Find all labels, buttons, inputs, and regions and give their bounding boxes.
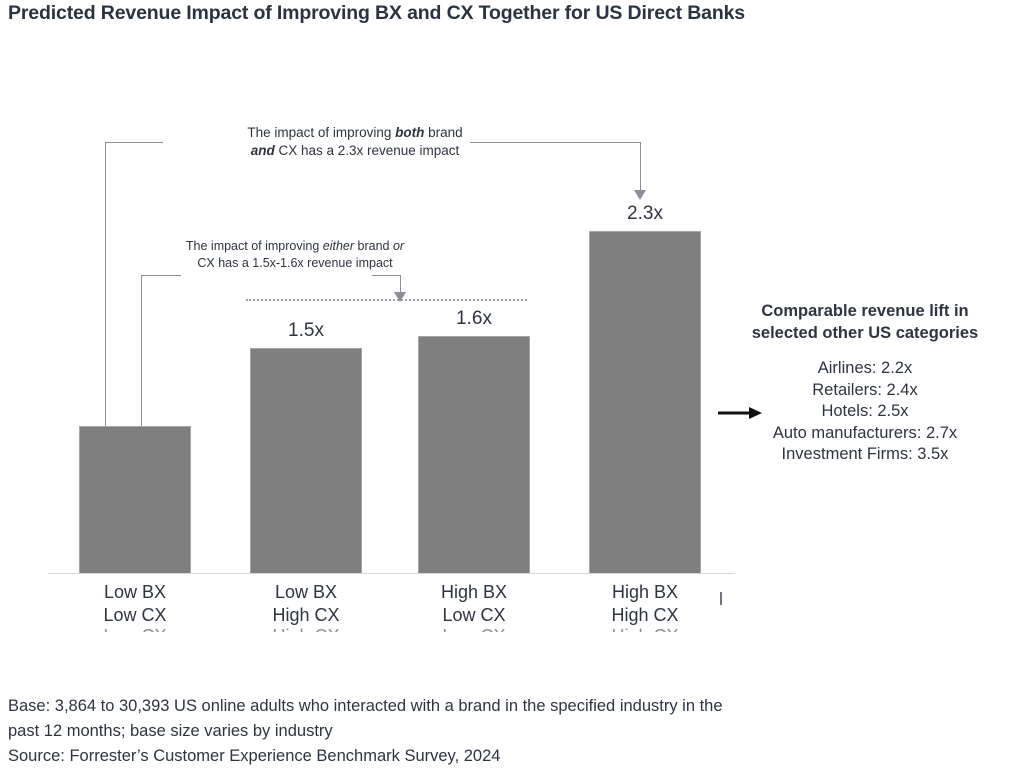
bar-high-bx-low-cx bbox=[418, 336, 530, 574]
annotation-both-line2: and CX has a 2.3x revenue impact bbox=[250, 143, 460, 158]
x-axis-label-1-line1: Low BX bbox=[103, 582, 167, 602]
arrowhead-both-to-bar4 bbox=[634, 190, 646, 200]
leader-line-either-right-vertical bbox=[400, 275, 401, 295]
x-axis-label-4-line2: High CX bbox=[611, 605, 679, 625]
leader-line-both-right-horizontal bbox=[470, 142, 641, 143]
leader-line-both-right-vertical bbox=[640, 142, 641, 194]
callout-item-airlines: Airlines: 2.2x bbox=[817, 359, 913, 377]
page-title: Predicted Revenue Impact of Improving BX… bbox=[8, 2, 745, 24]
bar-value-label-3: 1.6x bbox=[456, 308, 492, 329]
x-axis-label-3: High BX Low CX bbox=[418, 581, 530, 627]
x-axis-tick-mark bbox=[720, 592, 722, 605]
x-axis-line bbox=[48, 573, 735, 574]
reference-line-dotted bbox=[246, 299, 527, 301]
leader-line-both-left-horizontal bbox=[105, 142, 163, 143]
bar-chart-plot-area: The impact of improving both brand and C… bbox=[48, 124, 735, 632]
callout-item-list: Airlines: 2.2x Retailers: 2.4x Hotels: 2… bbox=[720, 358, 1010, 466]
bar-value-label-2: 1.5x bbox=[288, 320, 324, 341]
x-axis-label-1-clipped: Low CX bbox=[79, 626, 191, 632]
leader-line-either-left-horizontal bbox=[141, 275, 181, 276]
x-axis-label-2-line1: Low BX bbox=[274, 582, 338, 602]
arrowhead-either-to-band bbox=[394, 292, 406, 302]
callout-item-hotels: Hotels: 2.5x bbox=[821, 402, 909, 420]
x-axis-label-4: High BX High CX bbox=[589, 581, 701, 627]
footer-source-line: Source: Forrester’s Customer Experience … bbox=[8, 747, 501, 765]
annotation-both-line1: The impact of improving both brand bbox=[247, 125, 463, 140]
x-axis-label-3-line1: High BX bbox=[440, 582, 508, 602]
annotation-both-brand-and-cx: The impact of improving both brand and C… bbox=[180, 124, 530, 160]
x-axis-label-3-clipped: Low CX bbox=[418, 626, 530, 632]
x-axis-label-4-line1: High BX bbox=[611, 582, 679, 602]
footer-base-line2: past 12 months; base size varies by indu… bbox=[8, 722, 333, 740]
annotation-either-emphasis-or: or bbox=[392, 239, 405, 253]
leader-line-either-left-vertical bbox=[141, 275, 142, 426]
x-axis-label-3-line2: Low CX bbox=[442, 605, 506, 625]
x-axis-label-2-line2: High CX bbox=[272, 605, 340, 625]
footer-source-note: Base: 3,864 to 30,393 US online adults w… bbox=[8, 694, 1008, 769]
annotation-either-brand-or-cx: The impact of improving either brand or … bbox=[130, 238, 460, 272]
annotation-both-emphasis-and: and bbox=[250, 143, 275, 158]
leader-line-both-left-vertical bbox=[105, 142, 106, 426]
bar-value-label-4: 2.3x bbox=[627, 203, 663, 224]
x-axis-label-4-clipped: High CX bbox=[589, 626, 701, 632]
annotation-either-emphasis-either: either bbox=[322, 239, 355, 253]
bar-low-bx-low-cx bbox=[79, 426, 191, 574]
callout-item-auto-manufacturers: Auto manufacturers: 2.7x bbox=[772, 423, 958, 442]
callout-arrow-icon bbox=[718, 407, 762, 419]
annotation-both-emphasis-both: both bbox=[395, 125, 425, 140]
x-axis-label-1: Low BX Low CX bbox=[79, 581, 191, 627]
annotation-either-line1: The impact of improving either brand or bbox=[185, 239, 405, 253]
bar-high-bx-high-cx bbox=[589, 231, 701, 574]
x-axis-label-2: Low BX High CX bbox=[250, 581, 362, 627]
footer-base-line1: Base: 3,864 to 30,393 US online adults w… bbox=[8, 697, 723, 715]
comparable-revenue-callout: Comparable revenue lift in selected othe… bbox=[720, 300, 1010, 466]
callout-heading: Comparable revenue lift in selected othe… bbox=[751, 302, 979, 342]
callout-item-retailers: Retailers: 2.4x bbox=[812, 380, 918, 399]
x-axis-label-2-clipped: High CX bbox=[250, 626, 362, 632]
x-axis-label-1-line2: Low CX bbox=[103, 605, 167, 625]
bar-low-bx-high-cx bbox=[250, 348, 362, 574]
callout-item-investment-firms: Investment Firms: 3.5x bbox=[781, 445, 949, 463]
leader-line-either-right-horizontal bbox=[372, 275, 401, 276]
annotation-either-line2: CX has a 1.5x-1.6x revenue impact bbox=[197, 256, 393, 270]
